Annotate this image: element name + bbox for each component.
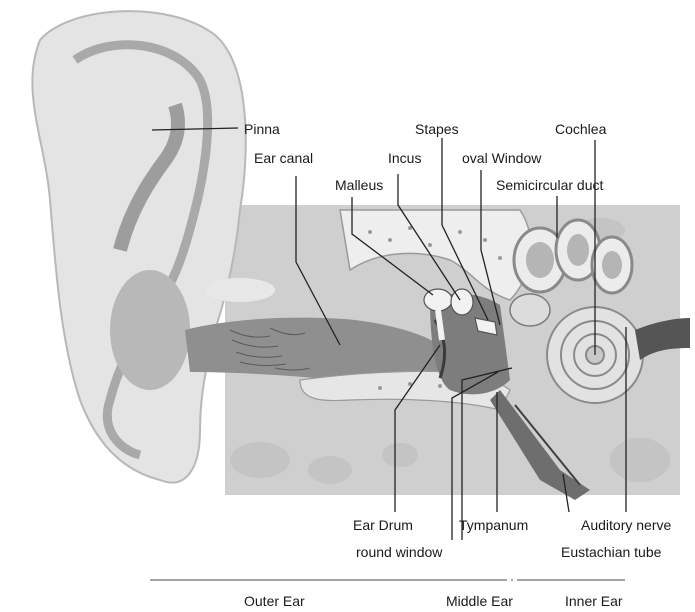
label-oval-window: oval Window [462, 150, 542, 166]
label-semicircular-duct: Semicircular duct [496, 177, 603, 193]
label-auditory-nerve: Auditory nerve [581, 517, 671, 533]
concha [110, 270, 190, 390]
section-outer-ear: Outer Ear [244, 593, 305, 609]
label-pinna: Pinna [244, 121, 280, 137]
incus-shape [451, 289, 473, 315]
section-middle-ear: Middle Ear [446, 593, 513, 609]
label-ear-drum: Ear Drum [353, 517, 413, 533]
label-ear-canal: Ear canal [254, 150, 313, 166]
concha-highlight [205, 278, 275, 302]
label-incus: Incus [388, 150, 421, 166]
label-eustachian-tube: Eustachian tube [561, 544, 662, 560]
label-malleus: Malleus [335, 177, 383, 193]
label-round-window: round window [356, 544, 443, 560]
ear-illustration [32, 11, 690, 500]
malleus-handle [438, 310, 442, 340]
malleus-shape [424, 289, 452, 311]
vestibule-shape [510, 294, 550, 326]
section-inner-ear: Inner Ear [565, 593, 623, 609]
section-dividers: Outer Ear Middle Ear Inner Ear [150, 580, 625, 609]
label-cochlea: Cochlea [555, 121, 607, 137]
label-tympanum: Tympanum [459, 517, 528, 533]
pinna-shape [32, 11, 245, 482]
label-stapes: Stapes [415, 121, 459, 137]
